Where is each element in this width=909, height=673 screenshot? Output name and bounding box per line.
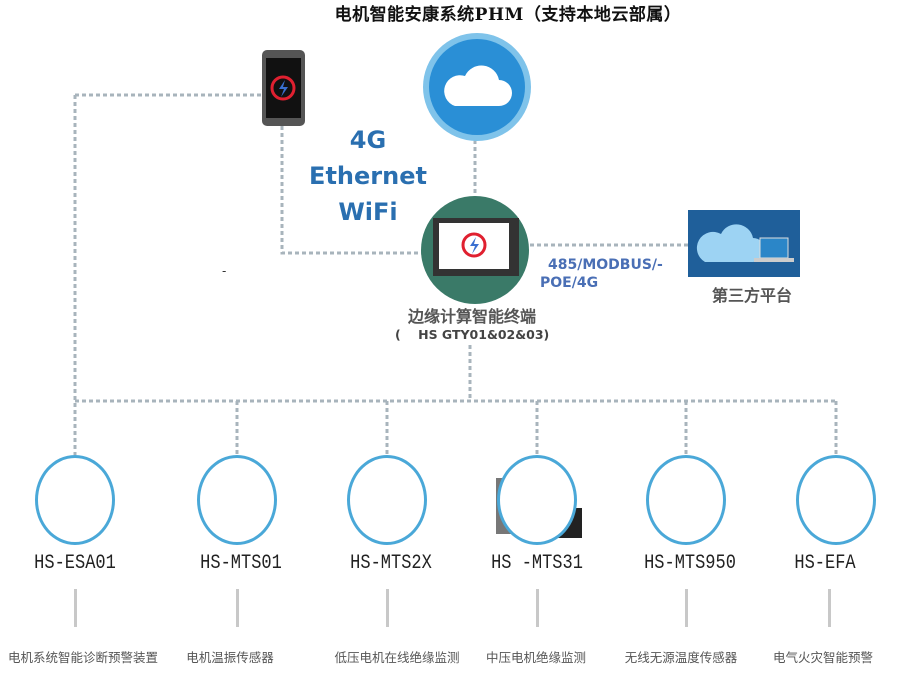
device-desc: 低压电机在线绝缘监测 (334, 650, 460, 665)
page-title: 电机智能安康系统PHM（支持本地云部属） (334, 5, 682, 25)
divider (685, 589, 688, 627)
cloud-icon (423, 33, 531, 141)
divider (74, 589, 77, 627)
device-desc: 电气火灾智能预警 (772, 650, 873, 665)
protocol-line1: 485/MODBUS/- (548, 257, 663, 273)
device-desc: 电机系统智能诊断预警装置 (7, 650, 158, 665)
line-phone-terminal (280, 126, 425, 255)
device-desc: 电机温振传感器 (186, 650, 274, 665)
divider (536, 589, 539, 627)
third-party-label: 第三方平台 (711, 286, 792, 305)
divider (386, 589, 389, 627)
edge-terminal-icon (421, 196, 529, 304)
protocol-line2: POE/4G (540, 275, 599, 291)
divider (828, 589, 831, 627)
divider (236, 589, 239, 627)
device-ring-mts01[interactable] (197, 455, 277, 545)
device-ring-efa[interactable] (796, 455, 876, 545)
phone-icon (262, 50, 305, 126)
device-ring-mts2x[interactable] (347, 455, 427, 545)
device-ring-mts950[interactable] (646, 455, 726, 545)
device-model: HS-EFA (794, 552, 856, 575)
third-party-platform-image (688, 210, 800, 277)
device-model: HS -MTS31 (491, 552, 583, 575)
device-model: HS-MTS01 (200, 552, 282, 575)
device-images (52, 475, 861, 538)
device-model: HS-MTS2X (350, 552, 432, 575)
conn-4g: 4G (349, 126, 387, 154)
device-ring-mts31[interactable] (497, 455, 577, 545)
stray-mark: - (222, 264, 227, 278)
connectivity-labels: 4G Ethernet WiFi (300, 122, 436, 230)
edge-terminal-label: 边缘计算智能终端 (407, 307, 536, 326)
conn-ethernet: Ethernet (309, 162, 427, 190)
device-model: HS-MTS950 (644, 552, 736, 575)
conn-wifi: WiFi (338, 198, 398, 226)
device-desc: 中压电机绝缘监测 (485, 650, 586, 665)
edge-terminal-model: ( HS GTY01&02&03) (395, 327, 550, 342)
device-model: HS-ESA01 (34, 552, 116, 575)
device-desc: 无线无源温度传感器 (624, 650, 738, 665)
line-device-drops (235, 401, 838, 455)
device-ring-esa01[interactable] (35, 455, 115, 545)
